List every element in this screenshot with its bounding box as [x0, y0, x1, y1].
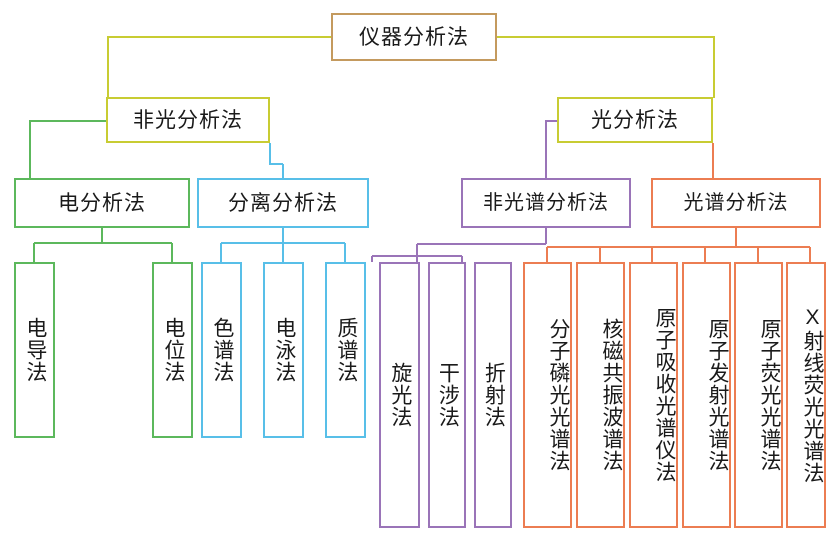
- leaf-chromatography[interactable]: 色谱法: [201, 262, 242, 438]
- node-label: 分离分析法: [228, 191, 338, 215]
- leaf-electrophoresis[interactable]: 电泳法: [263, 262, 304, 438]
- node-label: 非光分析法: [133, 108, 243, 132]
- leaf-atomic-fluorescence-spectrometry[interactable]: 原子荧光光谱法: [734, 262, 783, 528]
- node-label: 干涉法: [436, 362, 460, 428]
- node-label: 非光谱分析法: [483, 192, 609, 214]
- node-separation-analysis[interactable]: 分离分析法: [197, 178, 369, 228]
- node-label: 原子发射光谱法: [706, 318, 729, 472]
- node-label: 旋光法: [388, 362, 412, 428]
- leaf-conductometry[interactable]: 电导法: [14, 262, 55, 438]
- leaf-potentiometry[interactable]: 电位法: [152, 262, 193, 438]
- node-spectral-analysis[interactable]: 光谱分析法: [651, 178, 821, 228]
- node-label: 光分析法: [591, 108, 679, 132]
- leaf-atomic-emission-spectrometry[interactable]: 原子发射光谱法: [682, 262, 731, 528]
- node-non-spectral-analysis[interactable]: 非光谱分析法: [461, 178, 631, 228]
- node-label: 电位法: [161, 317, 185, 383]
- node-electroanalysis[interactable]: 电分析法: [14, 178, 190, 228]
- node-label: X射线荧光光谱法: [801, 306, 824, 484]
- node-label: 原子吸收光谱仪法: [653, 307, 676, 483]
- node-label: 电导法: [23, 317, 47, 383]
- node-label: 折射法: [482, 362, 506, 428]
- leaf-atomic-absorption-spectrometry[interactable]: 原子吸收光谱仪法: [629, 262, 678, 528]
- leaf-interferometry[interactable]: 干涉法: [428, 262, 466, 528]
- node-label: 核磁共振波谱法: [600, 318, 623, 472]
- node-label: 电分析法: [58, 191, 146, 215]
- node-label: 原子荧光光谱法: [758, 318, 781, 472]
- leaf-molecular-phosphorescence-spectroscopy[interactable]: 分子磷光光谱法: [523, 262, 572, 528]
- node-label: 光谱分析法: [683, 192, 789, 214]
- leaf-mass-spectrometry[interactable]: 质谱法: [325, 262, 366, 438]
- node-label: 分子磷光光谱法: [547, 318, 570, 472]
- node-label: 质谱法: [334, 317, 358, 383]
- node-root-instrumental-analysis[interactable]: 仪器分析法: [331, 13, 497, 61]
- node-optical-analysis[interactable]: 光分析法: [557, 97, 713, 143]
- leaf-xray-fluorescence-spectrometry[interactable]: X射线荧光光谱法: [786, 262, 826, 528]
- node-label: 色谱法: [210, 317, 234, 383]
- leaf-nmr-spectroscopy[interactable]: 核磁共振波谱法: [576, 262, 625, 528]
- node-label: 仪器分析法: [359, 25, 469, 49]
- node-non-optical-analysis[interactable]: 非光分析法: [106, 97, 270, 143]
- node-label: 电泳法: [272, 317, 296, 383]
- leaf-refractometry[interactable]: 折射法: [474, 262, 512, 528]
- leaf-polarimetry[interactable]: 旋光法: [379, 262, 420, 528]
